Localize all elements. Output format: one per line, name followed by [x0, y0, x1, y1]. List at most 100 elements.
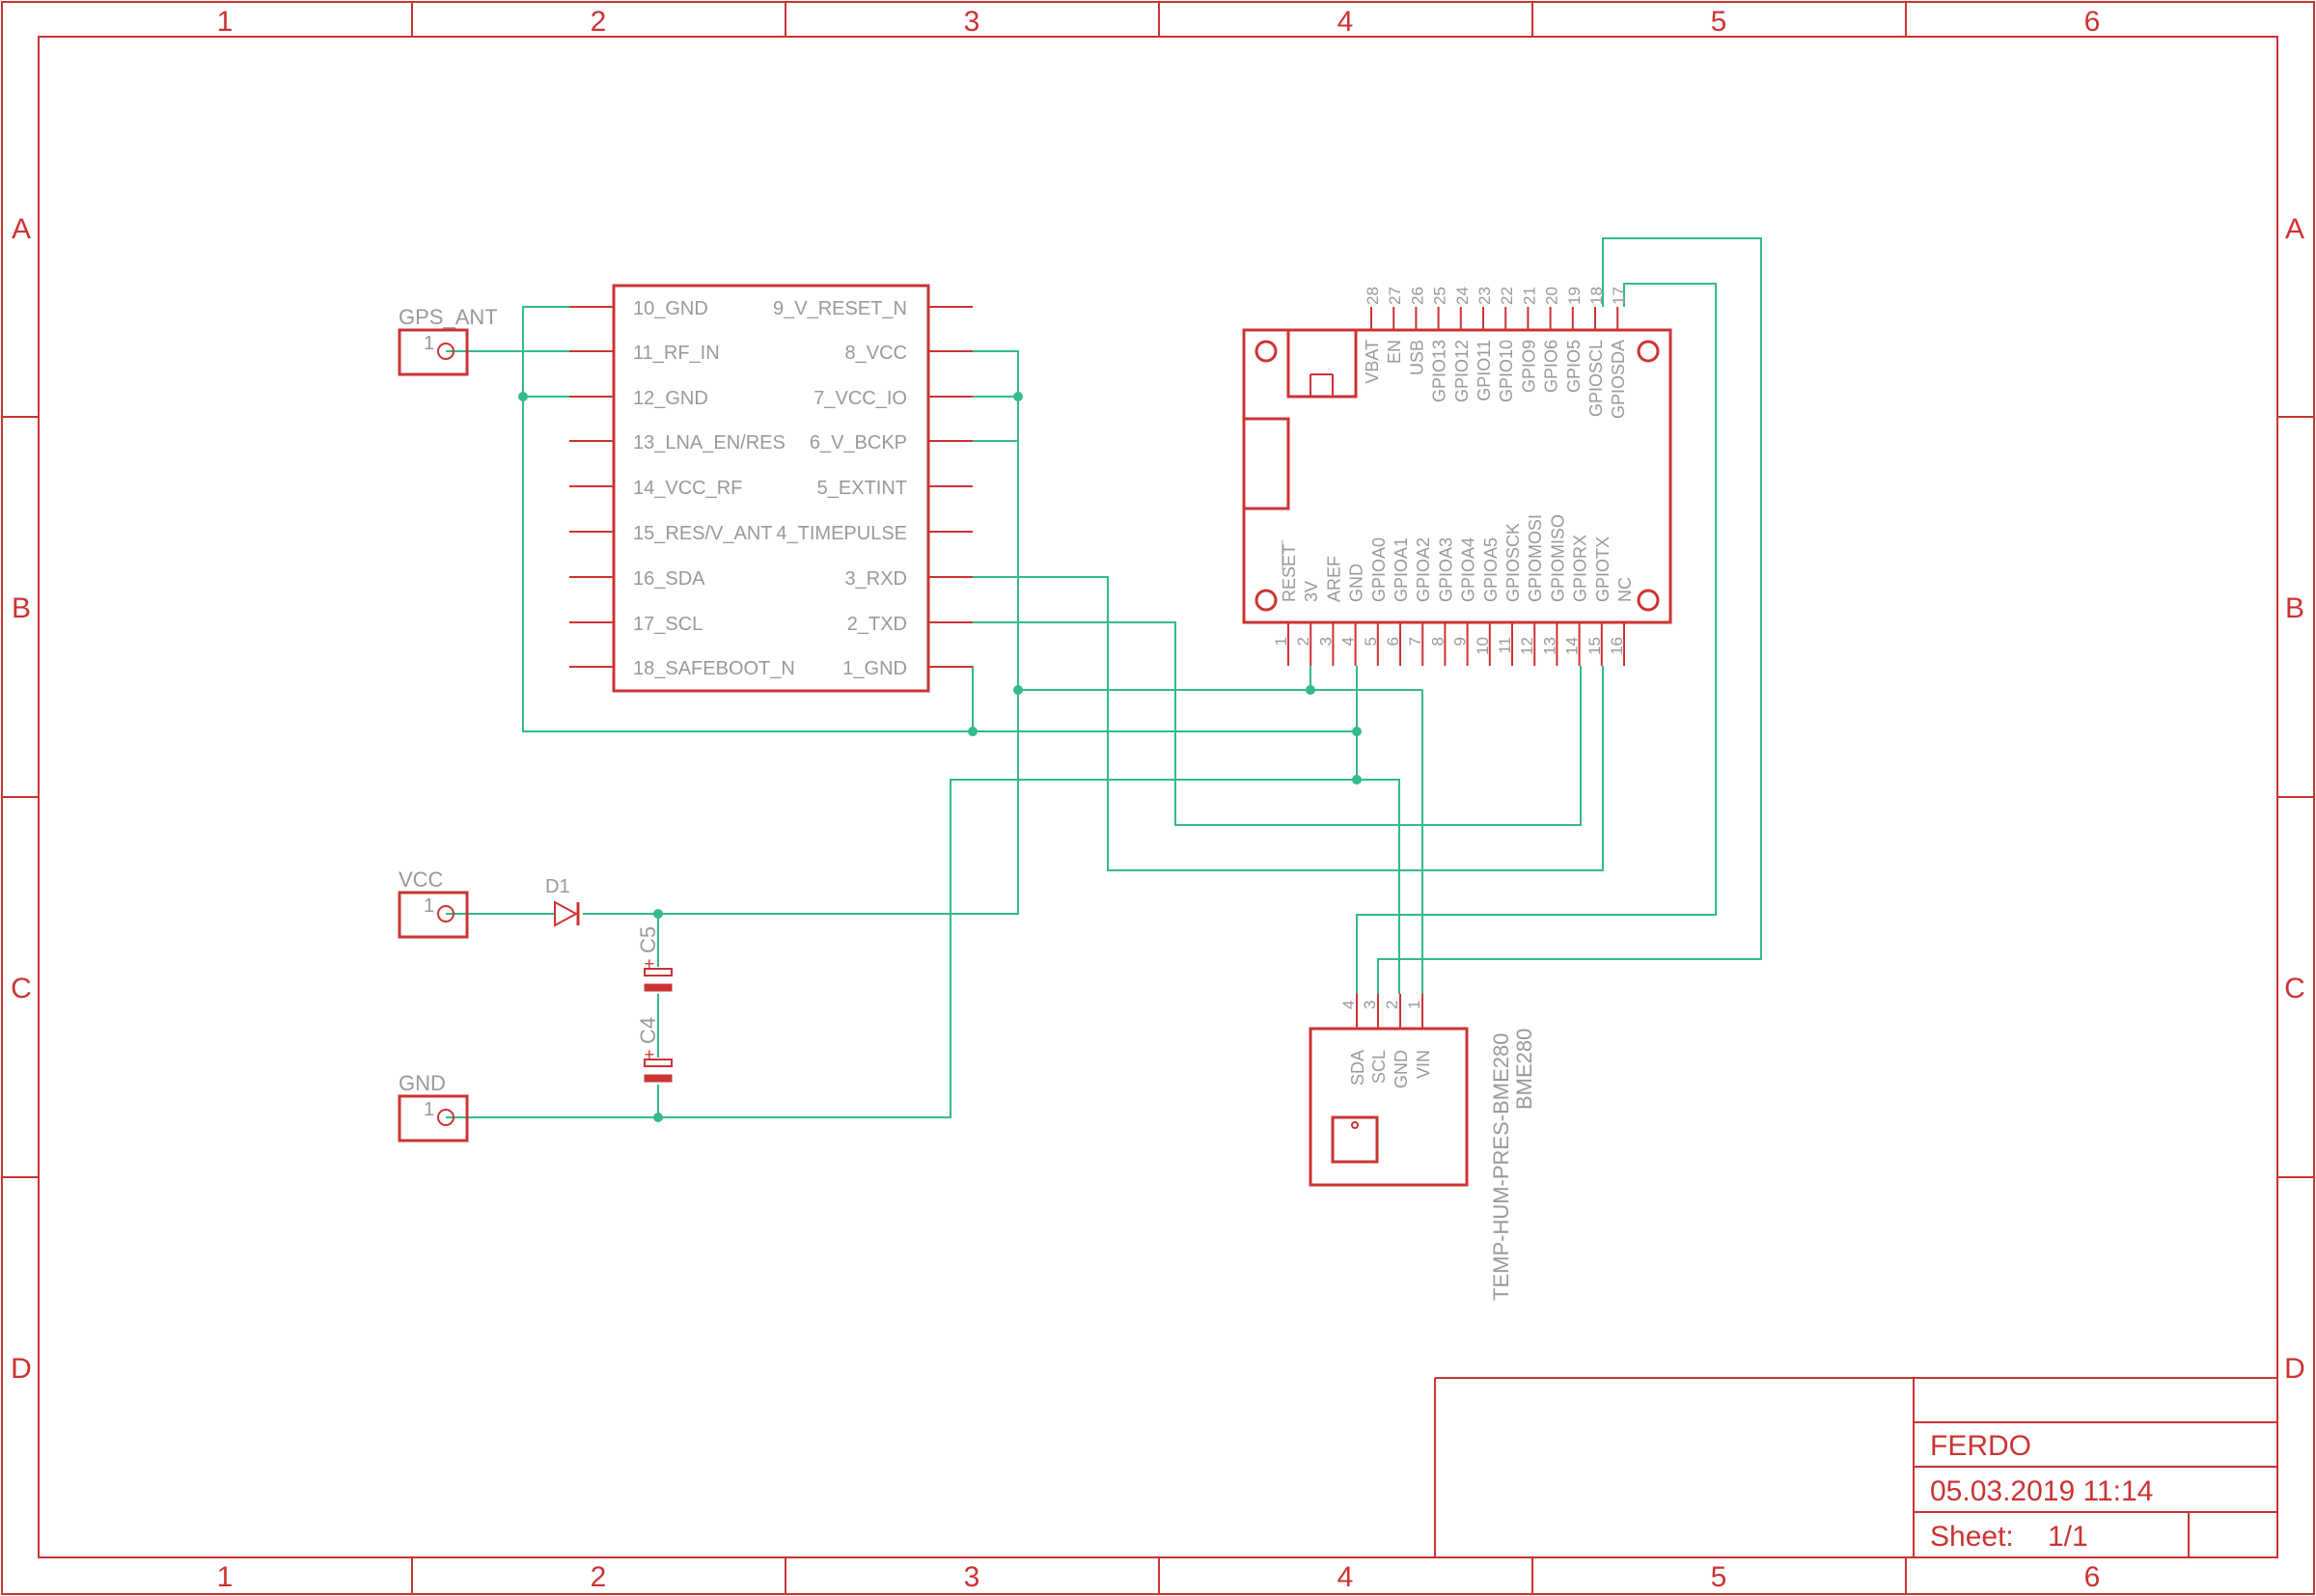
- gps-pin-label: 1_GND: [842, 658, 907, 679]
- row-label: B: [12, 592, 31, 624]
- connector-body: [398, 1094, 469, 1142]
- mcu-pin-number: 17: [1610, 287, 1628, 305]
- connector-gnd[interactable]: GND 1: [398, 1071, 469, 1142]
- nets: [446, 237, 1762, 1118]
- mcu-pin-name: GPIOA4: [1459, 537, 1478, 602]
- capacitor-plate: [644, 1074, 673, 1083]
- gps-pin-label: 16_SDA: [633, 568, 705, 590]
- bme280-pin-number: 4: [1339, 1001, 1358, 1009]
- col-label: 3: [964, 6, 980, 38]
- mounting-hole: [1254, 340, 1278, 363]
- gps-pin-label: 6_V_BCKP: [810, 432, 907, 454]
- mcu-pin-name: GPIOMOSI: [1526, 514, 1545, 602]
- gps-pin-label: 7_VCC_IO: [813, 388, 907, 409]
- mcu-pin-name: GPIO10: [1497, 340, 1516, 402]
- capacitor-plate: [644, 983, 673, 992]
- gps-pin-label: 13_LNA_EN/RES: [633, 432, 786, 454]
- junction-dot: [518, 392, 528, 401]
- title-block-datetime: 05.03.2019 11:14: [1930, 1475, 2153, 1507]
- mcu-pin-name: NC: [1615, 577, 1635, 602]
- title-block-sheet-label: Sheet:: [1930, 1521, 2014, 1553]
- wire-gps-gnd-1: [928, 666, 974, 731]
- row-label: A: [12, 213, 31, 245]
- bme280-part-name: TEMP-HUM-PRES-BME280: [1489, 1033, 1513, 1301]
- col-label: 2: [591, 1561, 607, 1593]
- mcu-pin-name: GPIOSCK: [1503, 523, 1523, 602]
- mcu-pin-number: 25: [1431, 287, 1449, 305]
- gps-pin-label: 17_SCL: [633, 614, 703, 635]
- gps-pin-label: 4_TIMEPULSE: [776, 523, 907, 544]
- gps-pin-label: 2_TXD: [847, 614, 907, 635]
- junction-dot: [1013, 392, 1023, 401]
- connector-pin-number: 1: [424, 895, 434, 917]
- bme280-pin-name: SCL: [1369, 1050, 1389, 1084]
- junction-dot: [1352, 775, 1362, 784]
- wire-txd: [928, 621, 1582, 826]
- bme280-pin-number: 2: [1383, 1001, 1401, 1009]
- mcu-pin-name: GPIO6: [1542, 340, 1561, 393]
- col-label: 1: [217, 1561, 234, 1593]
- bme280-pin1-dot: [1351, 1121, 1359, 1129]
- mcu-pin-number: 6: [1384, 637, 1402, 646]
- gps-pin-label: 15_RES/V_ANT: [633, 523, 773, 544]
- wire-rxd: [928, 576, 1604, 871]
- mcu-board[interactable]: 28VBAT27EN26USB25GPIO1324GPIO1223GPIO112…: [1242, 287, 1672, 666]
- mcu-pin-number: 19: [1565, 287, 1584, 305]
- junction-dot: [653, 909, 663, 919]
- row-label: C: [11, 973, 32, 1004]
- col-label: 3: [964, 1561, 980, 1593]
- gps-module[interactable]: 10_GND 11_RF_IN 12_GND 13_LNA_EN/RES 14_…: [569, 284, 973, 693]
- gps-pin-label: 11_RF_IN: [633, 343, 720, 364]
- mcu-pin-name: GPIO5: [1564, 340, 1584, 393]
- junction-dot: [1013, 685, 1023, 695]
- row-label: B: [2285, 592, 2304, 624]
- wire-gnd-return: [658, 779, 1400, 1118]
- gps-pin-label: 10_GND: [633, 298, 708, 319]
- frame-labels: 1 2 3 4 5 6 1 2 3 4 5 6 A B C D A B C D: [11, 6, 2305, 1593]
- row-label: D: [11, 1353, 32, 1385]
- mcu-pin-number: 21: [1520, 287, 1538, 305]
- connector-body: [398, 891, 469, 939]
- mcu-pin-name: GPIOSCL: [1586, 340, 1606, 417]
- mcu-pin-number: 4: [1339, 637, 1358, 646]
- mcu-pin-number: 7: [1406, 637, 1424, 646]
- mcu-pin-name: GPIO12: [1452, 340, 1472, 402]
- col-label: 6: [2084, 1561, 2101, 1593]
- col-label: 5: [1711, 6, 1727, 38]
- mcu-pin-number: 5: [1362, 637, 1380, 646]
- gps-pin-label: 12_GND: [633, 388, 708, 409]
- mcu-pin-name: RESET: [1280, 544, 1299, 602]
- mounting-hole: [1637, 589, 1660, 612]
- mcu-pin-number: 23: [1475, 287, 1494, 305]
- bme280-pin-name: SDA: [1348, 1050, 1367, 1086]
- capacitor-polarity: +: [640, 1049, 659, 1059]
- row-label: A: [2285, 213, 2304, 245]
- gps-pin-label: 18_SAFEBOOT_N: [633, 658, 795, 679]
- connector-pin-circle: [437, 905, 455, 922]
- mcu-pin-name: USB: [1407, 340, 1426, 375]
- mcu-pin-number: 1: [1272, 637, 1290, 646]
- connector-vcc[interactable]: VCC 1: [398, 867, 469, 939]
- mcu-pin-name: GPIO9: [1519, 340, 1538, 393]
- capacitor-c5[interactable]: + C5: [636, 926, 673, 992]
- mcu-pin-number: 8: [1428, 637, 1447, 646]
- mcu-pin-name: AREF: [1324, 556, 1343, 602]
- capacitor-label: C5: [636, 926, 660, 953]
- mcu-connector-side: [1242, 417, 1290, 510]
- wire-scl: [1377, 237, 1762, 994]
- mcu-pin-number: 9: [1451, 637, 1470, 646]
- col-label: 4: [1337, 6, 1354, 38]
- connector-gps-ant[interactable]: GPS_ANT 1: [398, 305, 498, 376]
- gps-pin-label: 9_V_RESET_N: [773, 298, 907, 319]
- diode-d1[interactable]: D1: [545, 876, 580, 927]
- title-block: [1434, 1377, 2277, 1557]
- capacitor-c4[interactable]: + C4: [636, 1017, 673, 1083]
- mcu-pin-number: 26: [1408, 287, 1426, 305]
- mcu-pin-number: 12: [1518, 637, 1536, 655]
- mcu-pin-number: 14: [1563, 637, 1582, 655]
- mcu-pin-name: GPIOA0: [1369, 537, 1389, 602]
- mcu-pin-name: GPIOTX: [1593, 537, 1613, 602]
